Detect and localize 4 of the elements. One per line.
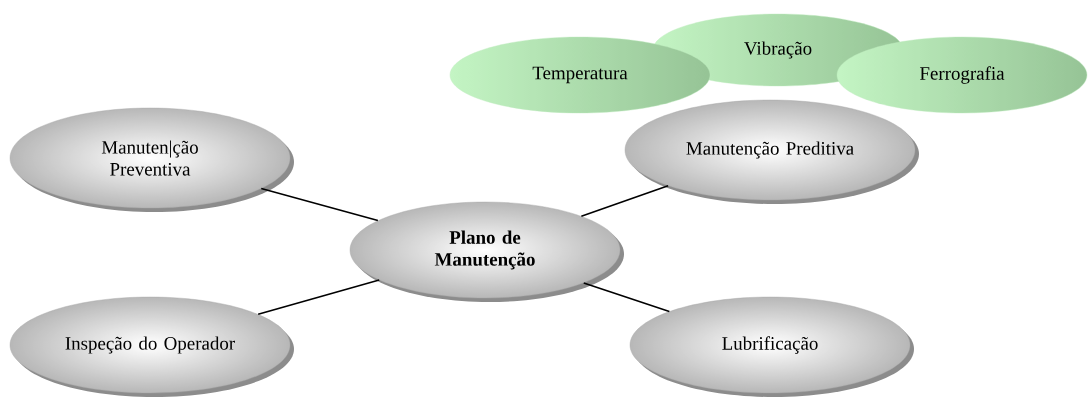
- connector-line: [582, 282, 671, 313]
- connector-line: [260, 187, 379, 222]
- connector-line: [580, 184, 669, 217]
- connector-line: [257, 279, 380, 316]
